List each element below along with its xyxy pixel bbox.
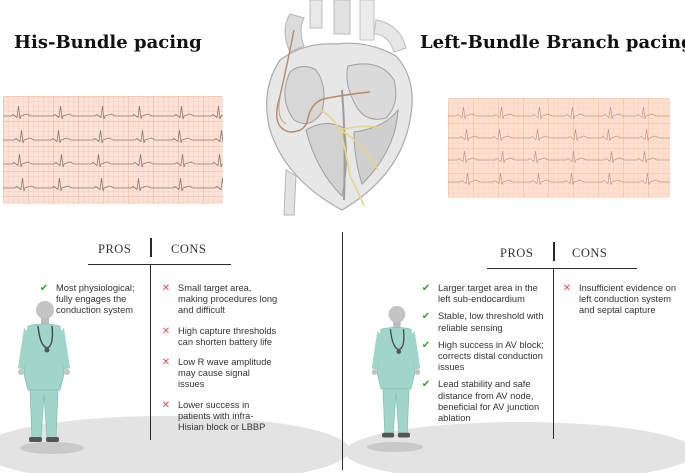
item-text: Lead stability and safe distance from AV… bbox=[438, 379, 540, 424]
ecg-trace bbox=[3, 153, 223, 168]
ecg-trace bbox=[448, 106, 670, 119]
con-item: ✕ Lower success in patients with infra-Hi… bbox=[160, 400, 278, 434]
item-text: High capture thresholds can shorten batt… bbox=[178, 325, 277, 347]
item-text: Small target area, making procedures lon… bbox=[178, 283, 278, 316]
pro-item: ✔ Lead stability and safe distance from A… bbox=[420, 379, 548, 424]
pro-item: ✔ Most physiological; fully engages the c… bbox=[38, 283, 146, 317]
item-text: Most physiological; fully engages the co… bbox=[56, 283, 135, 316]
right-pros-header: PROS bbox=[500, 246, 534, 260]
item-text: Low R wave amplitude may cause signal is… bbox=[178, 357, 272, 390]
ecg-trace bbox=[3, 105, 223, 120]
cross-icon: ✕ bbox=[161, 357, 171, 369]
right-header-rule bbox=[487, 268, 637, 269]
cross-icon: ✕ bbox=[161, 283, 171, 294]
doctor-figure-left bbox=[18, 301, 70, 442]
pro-item: ✔ Larger target area in the left sub-endo… bbox=[420, 283, 548, 305]
con-item: ✕ High capture thresholds can shorten bat… bbox=[160, 326, 278, 348]
cross-icon: ✕ bbox=[562, 283, 572, 294]
check-icon: ✔ bbox=[421, 283, 431, 294]
check-icon: ✔ bbox=[421, 379, 431, 391]
left-cons-list: ✕ Small target area, making procedures lo… bbox=[160, 283, 278, 442]
check-icon: ✔ bbox=[39, 283, 49, 294]
cross-icon: ✕ bbox=[161, 399, 171, 411]
left-pros-header: PROS bbox=[98, 242, 132, 256]
ecg-trace bbox=[448, 128, 670, 141]
left-header-divider bbox=[150, 238, 152, 257]
right-cons-list: ✕ Insufficient evidence on left conductio… bbox=[561, 283, 683, 323]
center-divider bbox=[342, 232, 343, 470]
check-icon: ✔ bbox=[421, 339, 431, 351]
left-ecg-strip bbox=[3, 96, 223, 204]
item-text: Insufficient evidence on left conduction… bbox=[579, 283, 676, 316]
heart-illustration bbox=[266, 0, 413, 216]
right-header-divider bbox=[553, 242, 555, 261]
pro-item: ✔ High success in AV block; corrects dist… bbox=[420, 340, 548, 374]
right-ecg-strip bbox=[448, 98, 670, 198]
ecg-trace bbox=[3, 129, 223, 144]
con-item: ✕ Low R wave amplitude may cause signal i… bbox=[160, 357, 278, 391]
left-header-rule bbox=[88, 264, 231, 265]
left-title: His-Bundle pacing bbox=[14, 32, 202, 53]
cross-icon: ✕ bbox=[161, 325, 171, 337]
right-title: Left-Bundle Branch pacing bbox=[420, 32, 685, 53]
right-column-divider bbox=[553, 269, 554, 439]
doctor-figure-right bbox=[371, 305, 421, 438]
con-item: ✕ Insufficient evidence on left conductio… bbox=[561, 283, 683, 317]
ecg-trace bbox=[448, 172, 670, 185]
item-text: Stable, low threshold with reliable sens… bbox=[438, 311, 544, 333]
item-text: Larger target area in the left sub-endoc… bbox=[438, 283, 538, 305]
ecg-trace bbox=[448, 150, 670, 163]
check-icon: ✔ bbox=[421, 311, 431, 323]
left-column-divider bbox=[150, 265, 151, 440]
ecg-trace bbox=[3, 177, 223, 192]
left-pros-list: ✔ Most physiological; fully engages the c… bbox=[38, 283, 146, 325]
right-pros-list: ✔ Larger target area in the left sub-endo… bbox=[420, 283, 548, 430]
con-item: ✕ Small target area, making procedures lo… bbox=[160, 283, 278, 317]
left-cons-header: CONS bbox=[171, 242, 207, 256]
right-cons-header: CONS bbox=[572, 246, 608, 260]
item-text: Lower success in patients with infra-His… bbox=[178, 399, 266, 433]
item-text: High success in AV block; corrects dista… bbox=[438, 339, 544, 373]
pro-item: ✔ Stable, low threshold with reliable sen… bbox=[420, 311, 548, 333]
